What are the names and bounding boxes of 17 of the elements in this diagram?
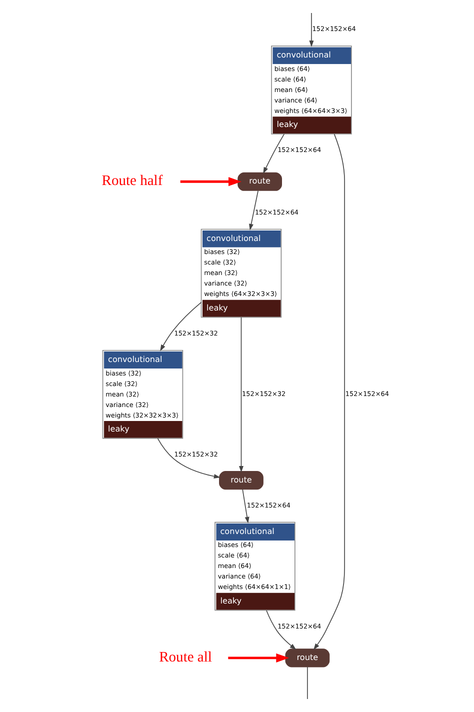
arrow: [249, 190, 258, 230]
node-box: route: [238, 172, 282, 191]
node-text: Route all: [159, 649, 212, 666]
node-box: route: [219, 471, 264, 490]
arrow: [180, 177, 242, 186]
node-text: Route half: [102, 173, 163, 190]
arrow: [266, 610, 296, 650]
arrow: [228, 653, 290, 662]
arrow: [238, 316, 244, 472]
node-box: route: [285, 648, 330, 668]
arrow: [313, 134, 345, 650]
connector: [307, 666, 308, 700]
arrow: [263, 134, 285, 174]
arrow: [309, 12, 314, 48]
arrow: [157, 438, 220, 478]
arrow: [242, 488, 250, 524]
arrow: [160, 302, 202, 352]
